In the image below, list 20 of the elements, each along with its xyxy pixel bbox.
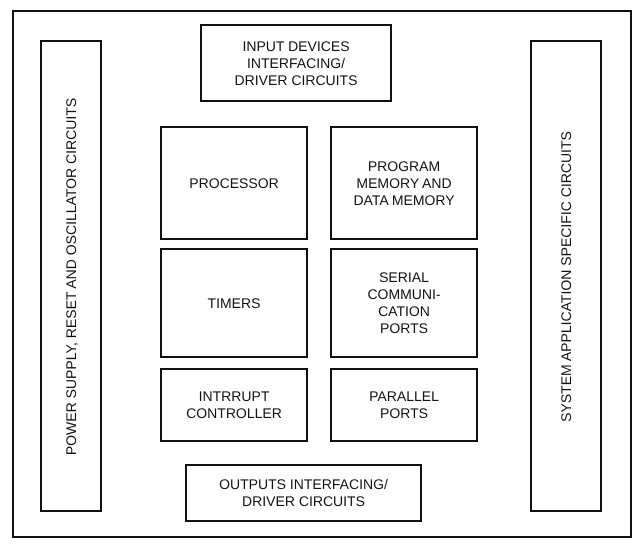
- block-box: [160, 126, 308, 240]
- block-label: SERIAL COMMUNI- CATION PORTS: [366, 269, 442, 337]
- block-box: [185, 464, 422, 522]
- block-box: [330, 248, 478, 358]
- block-box: [330, 126, 478, 240]
- vertical-circuit-block: [530, 40, 602, 512]
- block-box: [160, 368, 308, 442]
- block-box: [330, 368, 478, 442]
- block-label: INTRRUPT CONTROLLER: [185, 388, 283, 422]
- block-label: INPUT DEVICES INTERFACING/ DRIVER CIRCUITS: [234, 38, 358, 88]
- block-label: TIMERS: [206, 294, 262, 312]
- block-label: POWER SUPPLY, RESET AND OSCILLATOR CIRCUITS: [62, 97, 80, 455]
- block-label: PROCESSOR: [188, 174, 280, 192]
- block-box: [160, 248, 308, 358]
- vertical-circuit-block: [40, 40, 102, 512]
- block-label: OUTPUTS INTERFACING/ DRIVER CIRCUITS: [218, 476, 389, 510]
- block-label: SYSTEM APPLICATION SPECIFIC CIRCUITS: [557, 130, 574, 422]
- block-label: PROGRAM MEMORY AND DATA MEMORY: [352, 158, 456, 208]
- block-box: [200, 24, 392, 102]
- block-label: PARALLEL PORTS: [368, 388, 440, 422]
